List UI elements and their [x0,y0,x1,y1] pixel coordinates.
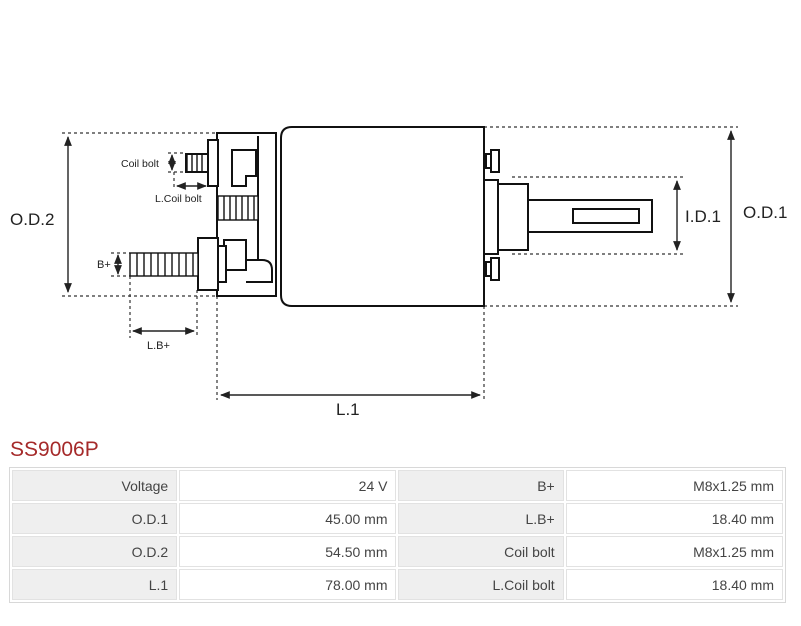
l-b-plus-label: L.B+ [147,340,170,352]
table-row: Voltage 24 V B+ M8x1.25 mm [12,470,783,501]
id1-label: I.D.1 [685,207,721,226]
b-plus-label: B+ [97,259,111,271]
od1-label: O.D.1 [743,203,787,222]
b-plus-thread [129,252,199,277]
table-row: O.D.2 54.50 mm Coil bolt M8x1.25 mm [12,536,783,567]
spec-key: L.1 [12,569,178,600]
coil-bolt-thread [186,154,259,221]
table-row: L.1 78.00 mm L.Coil bolt 18.40 mm [12,569,783,600]
extension-lines [62,126,738,400]
spec-key: B+ [398,470,564,501]
od2-label: O.D.2 [10,210,54,229]
spec-value: M8x1.25 mm [565,470,783,501]
spec-value: 78.00 mm [179,569,397,600]
product-code: SS9006P [10,438,99,461]
spec-value: 24 V [179,470,397,501]
spec-key: O.D.2 [12,536,178,567]
l-coil-bolt-label: L.Coil bolt [155,193,202,205]
solenoid-technical-drawing: O.D.2 O.D.1 I.D.1 L.1 Coil bolt L.Coil b… [10,126,787,419]
spec-key: O.D.1 [12,503,178,534]
spec-value: 18.40 mm [565,569,783,600]
spec-value: 45.00 mm [179,503,397,534]
spec-key: L.Coil bolt [398,569,564,600]
table-row: O.D.1 45.00 mm L.B+ 18.40 mm [12,503,783,534]
dimension-arrows [64,130,735,399]
spec-value: 18.40 mm [565,503,783,534]
spec-value: M8x1.25 mm [565,536,783,567]
solenoid-body [185,126,653,307]
spec-table: Voltage 24 V B+ M8x1.25 mm O.D.1 45.00 m… [9,467,786,603]
coil-bolt-label: Coil bolt [121,158,159,170]
l1-label: L.1 [336,400,360,419]
spec-key: Coil bolt [398,536,564,567]
spec-key: L.B+ [398,503,564,534]
spec-value: 54.50 mm [179,536,397,567]
spec-key: Voltage [12,470,178,501]
